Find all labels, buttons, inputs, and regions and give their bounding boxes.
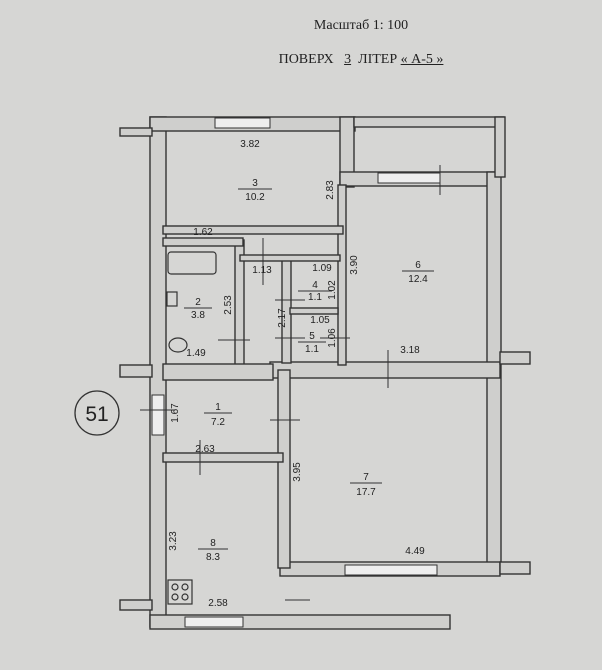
room-area: 17.7 <box>356 487 376 498</box>
dimensions: 3.82 2.83 3.90 3.18 1.62 2.53 1.49 1.13 … <box>168 139 425 609</box>
room-number: 6 <box>415 260 421 271</box>
room-number: 3 <box>252 178 258 189</box>
room-number: 1 <box>215 402 221 413</box>
dim-r5-height: 1.06 <box>327 328 338 348</box>
room-4: 4 1.1 <box>298 280 332 303</box>
room-area: 3.8 <box>191 310 205 321</box>
dim-r7-height: 3.95 <box>292 462 303 482</box>
dim-r2-top: 1.62 <box>193 227 213 238</box>
dim-r3-height: 2.83 <box>325 180 336 200</box>
dim-r7-width: 4.49 <box>405 546 425 557</box>
room-6: 6 12.4 <box>402 260 434 285</box>
dim-corridor-height: 2.17 <box>277 308 288 328</box>
dim-r4-height: 1.02 <box>327 280 338 300</box>
dim-r1-height: 1.67 <box>170 403 181 423</box>
floor-line: ПОВЕРХ 3 ЛІТЕР « А-5 » <box>60 52 602 68</box>
room-number: 2 <box>195 297 201 308</box>
apartment-number-circle <box>74 390 120 436</box>
letter-label: ЛІТЕР <box>358 52 398 67</box>
room-3: 3 10.2 <box>238 178 272 203</box>
room-area: 1.1 <box>305 344 319 355</box>
room-8: 8 8.3 <box>198 538 228 563</box>
room-2: 2 3.8 <box>184 297 212 321</box>
windows <box>151 117 441 628</box>
dim-corridor-width: 1.13 <box>252 265 272 276</box>
dim-r4-width: 1.09 <box>312 263 332 274</box>
dim-r8-width: 2.58 <box>208 598 228 609</box>
dim-r6-height: 3.90 <box>349 255 360 275</box>
dim-r2-height: 2.53 <box>223 295 234 315</box>
toilet-icon <box>168 337 188 353</box>
room-number: 4 <box>312 280 318 291</box>
dim-r5-width: 1.05 <box>310 315 330 326</box>
room-number: 7 <box>363 472 369 483</box>
dim-r3-width: 3.82 <box>240 139 260 150</box>
dim-r1-width: 2.63 <box>195 444 215 455</box>
dim-r6-width: 3.18 <box>400 345 420 356</box>
room-7: 7 17.7 <box>350 472 382 498</box>
floor-label: ПОВЕРХ <box>278 52 334 67</box>
room-area: 7.2 <box>211 417 225 428</box>
scale-label: Масштаб 1: 100 <box>313 18 409 33</box>
floor-number: 3 <box>344 52 352 67</box>
sink-icon <box>166 291 178 307</box>
room-number: 5 <box>309 331 315 342</box>
dim-r2-width: 1.49 <box>186 348 206 359</box>
room-5: 5 1.1 <box>298 331 326 355</box>
dim-r8-height: 3.23 <box>168 531 179 551</box>
room-area: 1.1 <box>308 292 322 303</box>
room-area: 10.2 <box>245 192 265 203</box>
letter-value: « А-5 » <box>400 52 444 67</box>
apartment-number: 51 <box>85 403 108 426</box>
room-area: 12.4 <box>408 274 428 285</box>
door-marks <box>140 165 441 601</box>
stove-icon <box>167 579 193 605</box>
room-1: 1 7.2 <box>204 402 232 428</box>
room-number: 8 <box>210 538 216 549</box>
bathtub-icon <box>167 251 217 275</box>
room-area: 8.3 <box>206 552 220 563</box>
